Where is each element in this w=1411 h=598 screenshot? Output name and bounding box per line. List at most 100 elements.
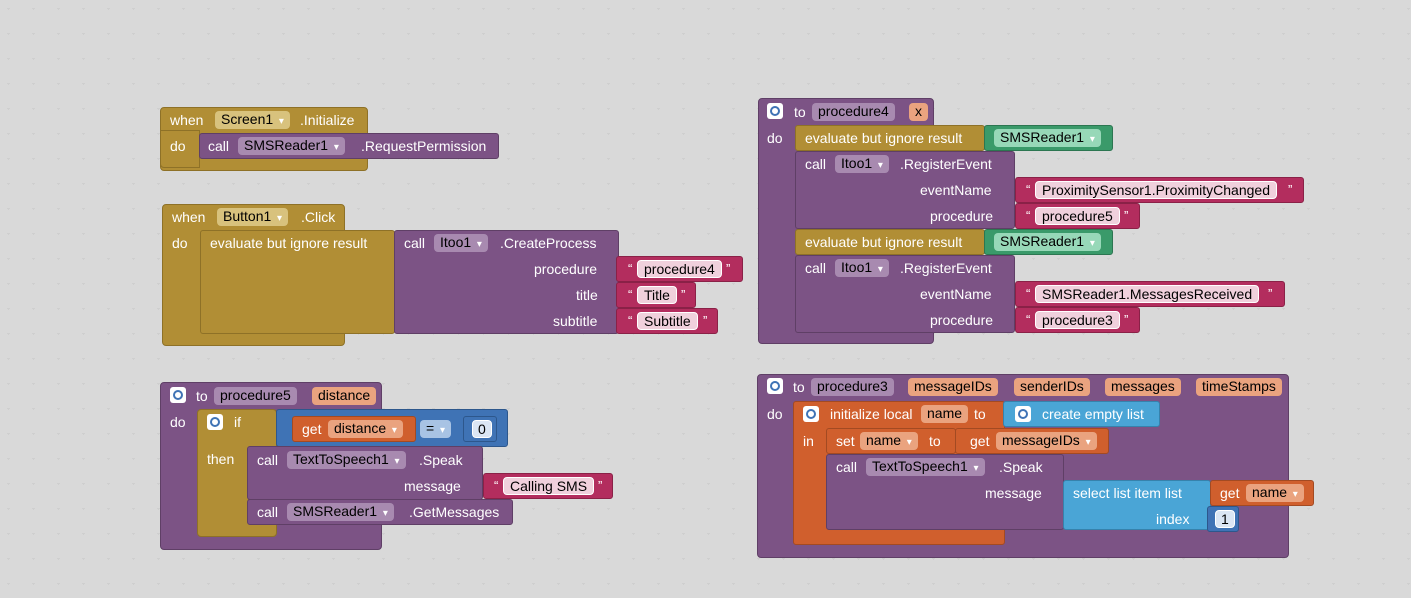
- component-dropdown-smsreader1[interactable]: SMSReader1: [287, 503, 394, 521]
- component-dropdown-screen1[interactable]: Screen1: [215, 111, 290, 129]
- method-name: .GetMessages: [409, 504, 500, 520]
- evaluate-ignore-block[interactable]: [200, 230, 395, 334]
- quote-icon: “: [494, 478, 499, 493]
- arg-label-eventname: eventName: [920, 182, 992, 198]
- text-value[interactable]: Calling SMS: [503, 477, 595, 495]
- quote-icon: ”: [1124, 208, 1129, 223]
- variable-dropdown[interactable]: name: [860, 432, 918, 450]
- component-dropdown-tts[interactable]: TextToSpeech1: [866, 458, 985, 476]
- set-keyword: set: [836, 433, 855, 449]
- create-empty-list-label: create empty list: [1042, 406, 1144, 422]
- do-keyword: do: [767, 130, 783, 146]
- in-keyword: in: [803, 433, 814, 449]
- method-name: .Speak: [419, 452, 463, 468]
- local-variable-name[interactable]: name: [921, 405, 969, 423]
- call-keyword: call: [257, 452, 279, 468]
- procedure-name-field[interactable]: procedure3: [811, 378, 894, 396]
- text-value[interactable]: SMSReader1.MessagesReceived: [1035, 285, 1260, 303]
- evaluate-label: evaluate but ignore result: [805, 130, 963, 146]
- procedure-name-field[interactable]: procedure5: [214, 387, 297, 405]
- number-value[interactable]: 1: [1215, 510, 1235, 528]
- get-keyword: get: [302, 421, 322, 437]
- param-x[interactable]: x: [909, 103, 928, 121]
- method-name: .Speak: [999, 459, 1043, 475]
- to-keyword: to: [929, 433, 941, 449]
- variable-dropdown[interactable]: name: [1246, 484, 1304, 502]
- text-value[interactable]: Title: [637, 286, 677, 304]
- event-name: .Initialize: [300, 112, 355, 128]
- get-keyword: get: [1220, 485, 1240, 501]
- to-keyword: to: [794, 104, 806, 120]
- do-keyword: do: [767, 406, 783, 422]
- arg-label-message: message: [404, 478, 461, 494]
- param-messages[interactable]: messages: [1105, 378, 1181, 396]
- text-value[interactable]: procedure4: [637, 260, 722, 278]
- call-keyword: call: [836, 459, 858, 475]
- component-dropdown-tts[interactable]: TextToSpeech1: [287, 451, 406, 469]
- method-name: .CreateProcess: [500, 235, 597, 251]
- text-value[interactable]: ProximitySensor1.ProximityChanged: [1035, 181, 1277, 199]
- gear-icon[interactable]: [767, 378, 783, 394]
- variable-dropdown[interactable]: distance: [328, 420, 403, 438]
- variable-dropdown[interactable]: messageIDs: [996, 432, 1097, 450]
- component-dropdown-itoo1[interactable]: Itoo1: [835, 259, 889, 277]
- text-value[interactable]: Subtitle: [637, 312, 698, 330]
- component-dropdown-smsreader1[interactable]: SMSReader1: [238, 137, 345, 155]
- gear-icon[interactable]: [803, 406, 819, 422]
- arg-label-eventname: eventName: [920, 286, 992, 302]
- gear-icon[interactable]: [1015, 406, 1031, 422]
- gear-icon[interactable]: [170, 387, 186, 403]
- component-dropdown-button1[interactable]: Button1: [217, 208, 289, 226]
- call-keyword: call: [404, 235, 426, 251]
- quote-icon: “: [628, 313, 633, 328]
- call-block-register-event[interactable]: [795, 255, 1015, 333]
- index-label: index: [1156, 511, 1190, 527]
- param-timestamps[interactable]: timeStamps: [1196, 378, 1282, 396]
- quote-icon: ”: [598, 478, 603, 493]
- component-dropdown-smsreader1[interactable]: SMSReader1: [994, 233, 1101, 251]
- evaluate-label: evaluate but ignore result: [805, 234, 963, 250]
- param-distance[interactable]: distance: [312, 387, 377, 405]
- quote-icon: “: [1026, 208, 1031, 223]
- quote-icon: “: [628, 287, 633, 302]
- component-dropdown-itoo1[interactable]: Itoo1: [835, 155, 889, 173]
- procedure-name-field[interactable]: procedure4: [812, 103, 895, 121]
- operator-dropdown[interactable]: =: [420, 420, 451, 438]
- to-keyword: to: [793, 379, 805, 395]
- quote-icon: ”: [703, 313, 708, 328]
- evaluate-label: evaluate but ignore result: [210, 235, 368, 251]
- evaluate-ignore-block[interactable]: [795, 229, 985, 255]
- evaluate-ignore-block[interactable]: [795, 125, 985, 151]
- text-value[interactable]: procedure5: [1035, 207, 1120, 225]
- arg-label-message: message: [985, 485, 1042, 501]
- do-keyword: do: [170, 138, 186, 154]
- select-list-item-block[interactable]: [1063, 480, 1211, 530]
- method-name: .RequestPermission: [361, 138, 487, 154]
- quote-icon: “: [1026, 286, 1031, 301]
- select-list-item-label: select list item list: [1073, 485, 1182, 501]
- text-value[interactable]: procedure3: [1035, 311, 1120, 329]
- do-keyword: do: [170, 414, 186, 430]
- quote-icon: ”: [726, 261, 731, 276]
- call-block-register-event[interactable]: [795, 151, 1015, 229]
- gear-icon[interactable]: [207, 414, 223, 430]
- event-name: .Click: [301, 209, 336, 225]
- quote-icon: ”: [681, 287, 686, 302]
- when-keyword: when: [172, 209, 206, 225]
- call-block-create-process[interactable]: [394, 230, 619, 334]
- call-keyword: call: [257, 504, 279, 520]
- param-senderids[interactable]: senderIDs: [1014, 378, 1090, 396]
- component-dropdown-smsreader1[interactable]: SMSReader1: [994, 129, 1101, 147]
- quote-icon: ”: [1288, 182, 1293, 197]
- call-keyword: call: [805, 156, 827, 172]
- call-keyword: call: [208, 138, 230, 154]
- event-block-screen1-initialize-tail: [160, 130, 200, 168]
- param-messageids[interactable]: messageIDs: [908, 378, 998, 396]
- gear-icon[interactable]: [767, 103, 783, 119]
- to-keyword: to: [196, 388, 208, 404]
- quote-icon: ”: [1124, 312, 1129, 327]
- component-dropdown-itoo1[interactable]: Itoo1: [434, 234, 488, 252]
- arg-label-title: title: [576, 287, 598, 303]
- number-value[interactable]: 0: [472, 420, 492, 438]
- do-keyword: do: [172, 235, 188, 251]
